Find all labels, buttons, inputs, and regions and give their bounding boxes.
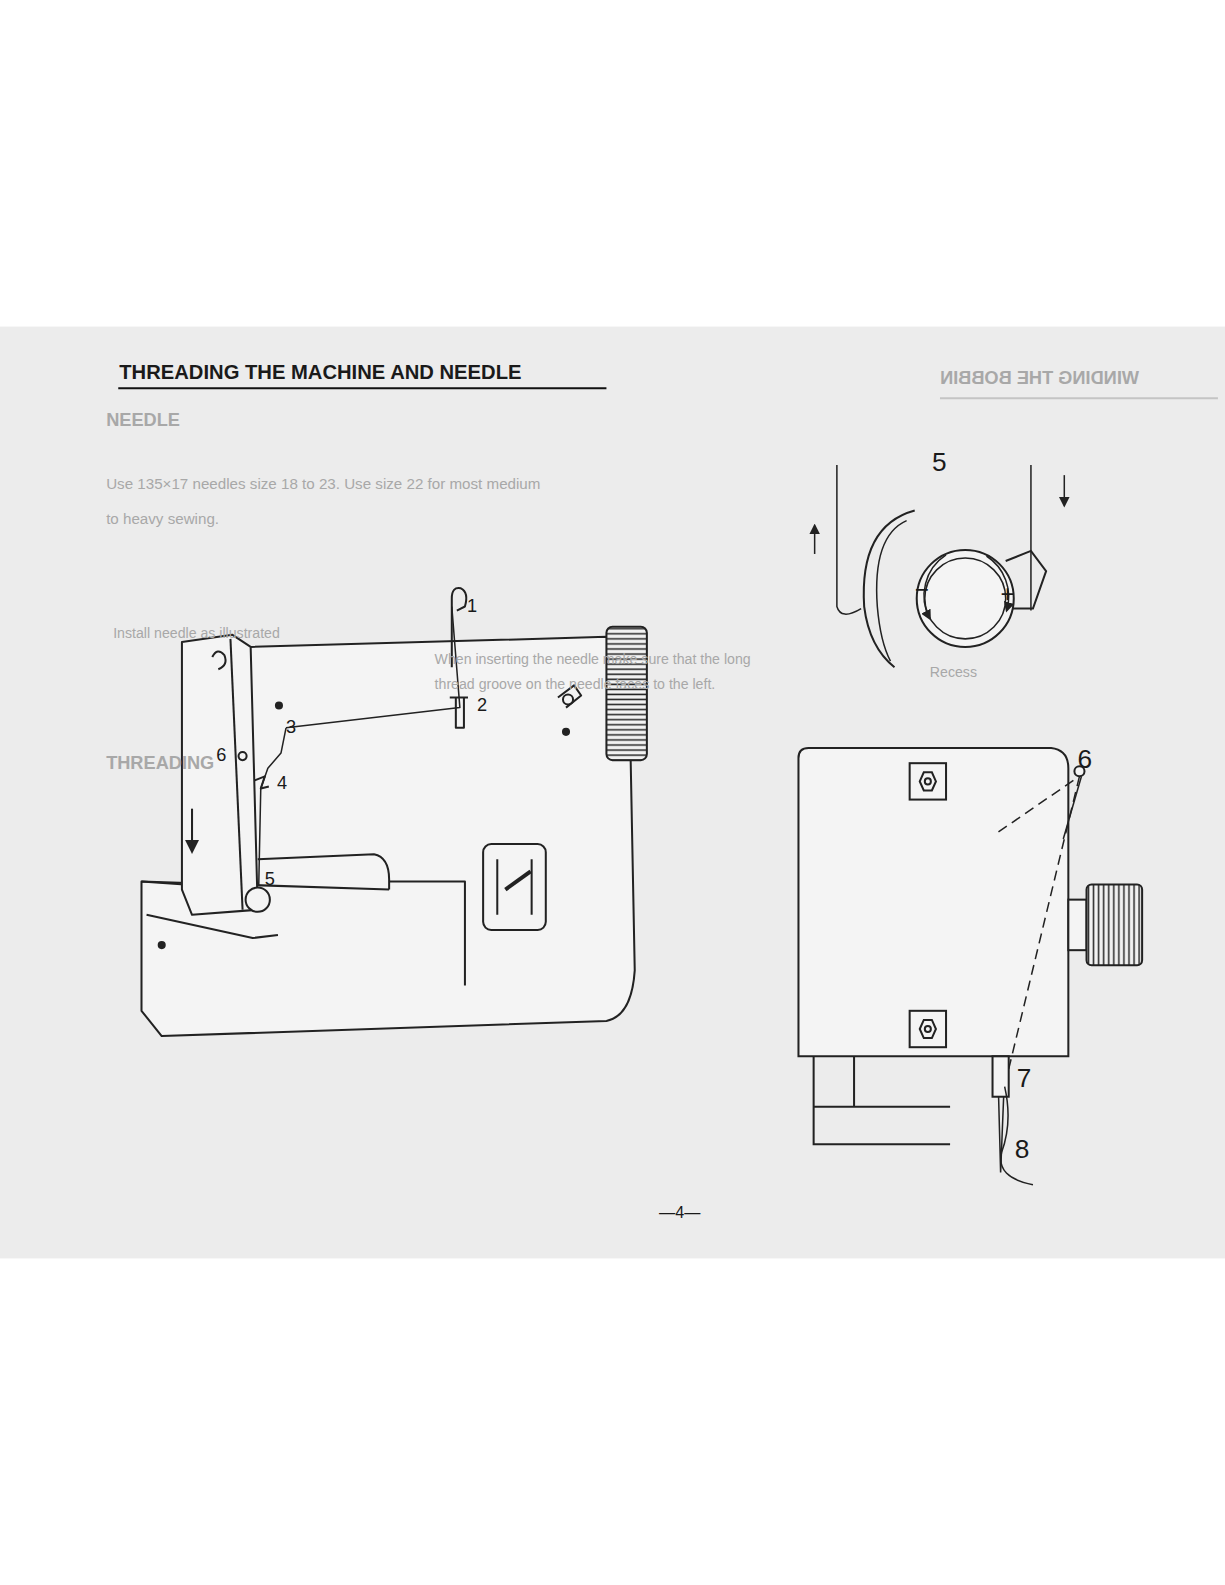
bleed-heading: NEEDLE: [106, 410, 180, 431]
scan-ground: [0, 327, 1225, 1259]
callout-number: 4: [277, 773, 287, 794]
bleed-heading: THREADING: [106, 753, 214, 774]
callout-number: 7: [1017, 1063, 1032, 1093]
bleed-text: Use 135×17 needles size 18 to 23. Use si…: [106, 467, 541, 537]
bleed-text: When inserting the needle make sure that…: [435, 647, 758, 697]
tension-sign: −: [915, 576, 929, 604]
bleed-text: Install needle as illustrated: [113, 625, 280, 641]
title-underline: [118, 387, 606, 389]
callout-number: 6: [1077, 744, 1092, 774]
callout-number: 5: [932, 447, 947, 477]
tension-assembly: [815, 465, 1065, 667]
needle-bar-housing: [798, 748, 1142, 1185]
tension-sign: +: [1001, 580, 1015, 608]
callout-number: 2: [477, 695, 487, 716]
callout-number: 3: [286, 717, 296, 738]
callout-number: 8: [1015, 1134, 1030, 1164]
callout-number: 1: [467, 596, 477, 617]
callout-number: 5: [265, 869, 275, 890]
page-number: —4—: [659, 1203, 700, 1222]
bleed-underline: [940, 397, 1218, 399]
bleed-heading: WINDING THE BOBBIN: [940, 368, 1139, 389]
page-title: THREADING THE MACHINE AND NEEDLE: [119, 361, 521, 384]
callout-number: 6: [216, 745, 226, 766]
bleed-text: Recess: [930, 664, 977, 680]
